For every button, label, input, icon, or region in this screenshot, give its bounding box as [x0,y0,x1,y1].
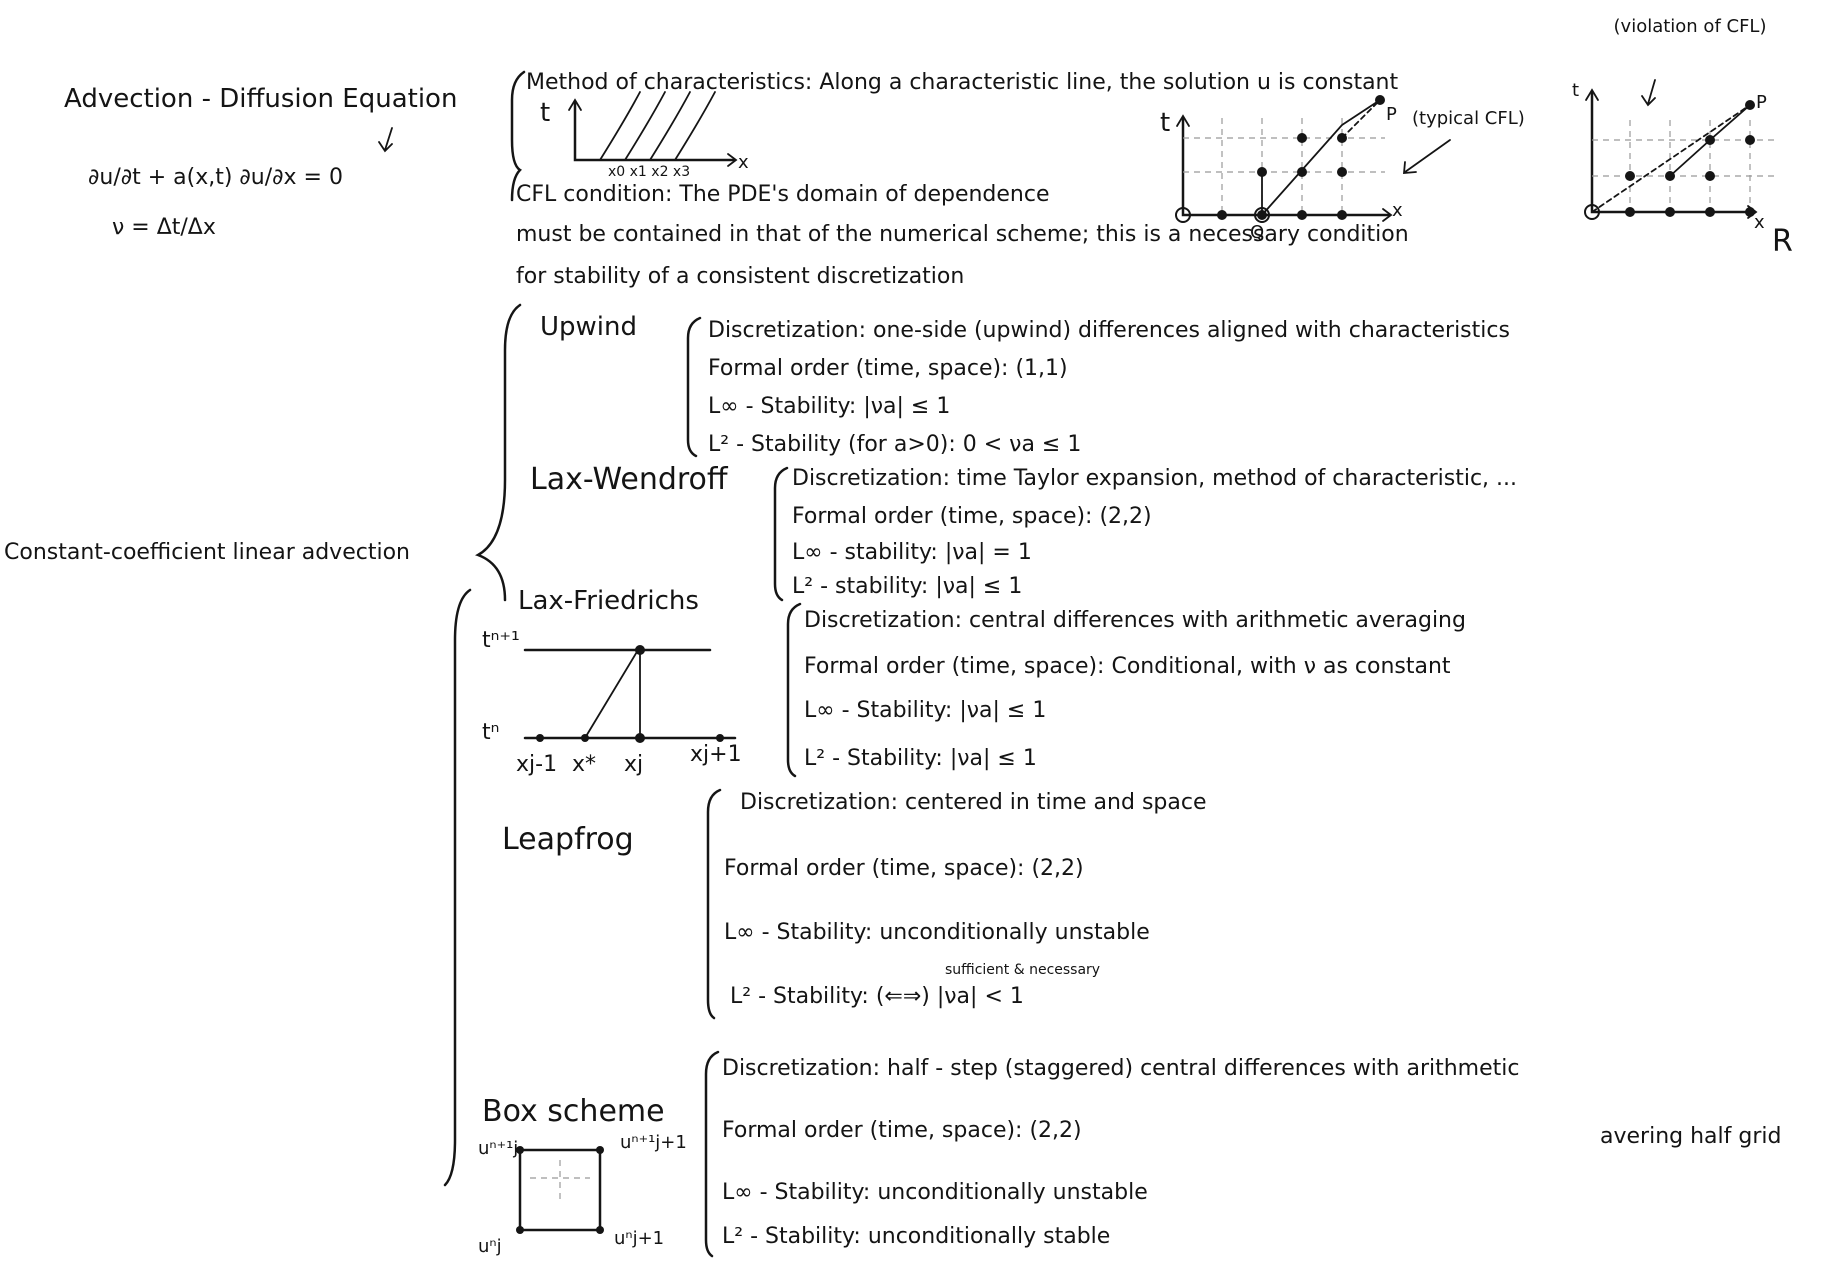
cfl-line-2: must be contained in that of the numeric… [516,222,1409,247]
lf-t-bottom-label: tⁿ [482,720,500,745]
violation-t-label: t [1572,80,1580,101]
arrow-mark [378,127,393,153]
box-note: avering half grid [1600,1124,1782,1149]
lax-wendroff-line-4: L² - stability: |νa| ≤ 1 [792,574,1023,599]
sketch-t-label: t [540,98,551,128]
scheme-name-lax-wendroff: Lax-Wendroff [530,462,728,497]
box-line-4: L² - Stability: unconditionally stable [722,1224,1111,1249]
sketch-x-ticks: x0 x1 x2 x3 [608,164,691,180]
leapfrog-line-2: Formal order (time, space): (2,2) [724,856,1084,881]
scheme-name-lax-friedrichs: Lax-Friedrichs [518,586,699,616]
characteristics-text: Method of characteristics: Along a chara… [526,70,1399,95]
violation-p-label: P [1756,92,1767,113]
lf-x-label-jm1: xj-1 [516,752,558,777]
cfl-line-1: CFL condition: The PDE's domain of depen… [516,182,1050,207]
upwind-line-4: L² - Stability (for a>0): 0 < νa ≤ 1 [708,432,1082,457]
upwind-line-3: L∞ - Stability: |νa| ≤ 1 [708,394,951,419]
lf-x-label-j: xj [624,752,644,777]
violation-cfl-label: (violation of CFL) [1613,16,1767,37]
lax-wendroff-line-3: L∞ - stability: |νa| = 1 [792,540,1032,565]
leapfrog-line-3: L∞ - Stability: unconditionally unstable [724,920,1150,945]
lf-stencil-diagram [523,645,737,743]
scheme-name-box: Box scheme [482,1094,665,1129]
characteristics-sketch [568,91,738,167]
leapfrog-note: sufficient & necessary [945,962,1101,978]
box-label-br: uⁿj+1 [614,1228,665,1249]
brace-lax-wendroff [773,466,789,602]
box-line-1: Discretization: half - step (staggered) … [722,1056,1520,1081]
typical-p-label: P [1386,104,1397,125]
cfl-typical-diagram [1175,95,1451,223]
box-line-3: L∞ - Stability: unconditionally unstable [722,1180,1148,1205]
brace-box [704,1050,720,1258]
nu-definition: ν = Δt/Δx [112,215,216,240]
typical-x-label: x [1392,200,1403,221]
brace-group-top [475,303,522,602]
leapfrog-line-4: L² - Stability: (⇐⇒) |νa| < 1 [730,984,1024,1009]
brace-characteristics [510,70,526,202]
box-label-tl: uⁿ⁺¹j [478,1138,519,1159]
box-stencil-diagram [516,1146,604,1234]
lax-friedrichs-line-4: L² - Stability: |νa| ≤ 1 [804,746,1037,771]
advection-equation: ∂u/∂t + a(x,t) ∂u/∂x = 0 [88,165,343,190]
cfl-violation-diagram [1584,79,1778,220]
violation-r-label: R [1772,224,1793,259]
typical-cfl-label: (typical CFL) [1412,108,1525,129]
leapfrog-line-1: Discretization: centered in time and spa… [740,790,1207,815]
main-topic-label: Constant-coefficient linear advection [4,540,410,565]
scheme-name-upwind: Upwind [540,312,638,342]
lax-friedrichs-line-1: Discretization: central differences with… [804,608,1466,633]
typical-q-label: Q [1250,222,1265,243]
brace-upwind [686,316,702,458]
equation-title: Advection - Diffusion Equation [64,84,458,114]
lf-x-label-jp1: xj+1 [690,742,742,767]
box-label-tr: uⁿ⁺¹j+1 [620,1132,687,1153]
box-label-bl: uⁿj [478,1236,502,1257]
brace-leapfrog [706,788,722,1020]
upwind-line-1: Discretization: one-side (upwind) differ… [708,318,1510,343]
sketch-x-label: x [738,152,749,173]
box-line-2: Formal order (time, space): (2,2) [722,1118,1082,1143]
scheme-name-leapfrog: Leapfrog [502,822,634,857]
typical-t-label: t [1160,108,1171,138]
brace-group-bottom [443,588,472,1187]
lax-wendroff-line-2: Formal order (time, space): (2,2) [792,504,1152,529]
violation-x-label: x [1754,212,1765,233]
lax-friedrichs-line-2: Formal order (time, space): Conditional,… [804,654,1451,679]
brace-lax-friedrichs [786,602,802,778]
lf-x-label-star: x* [572,752,597,777]
lf-t-top-label: tⁿ⁺¹ [482,628,520,653]
cfl-line-3: for stability of a consistent discretiza… [516,264,965,289]
upwind-line-2: Formal order (time, space): (1,1) [708,356,1068,381]
lax-friedrichs-line-3: L∞ - Stability: |νa| ≤ 1 [804,698,1047,723]
lax-wendroff-line-1: Discretization: time Taylor expansion, m… [792,466,1518,491]
